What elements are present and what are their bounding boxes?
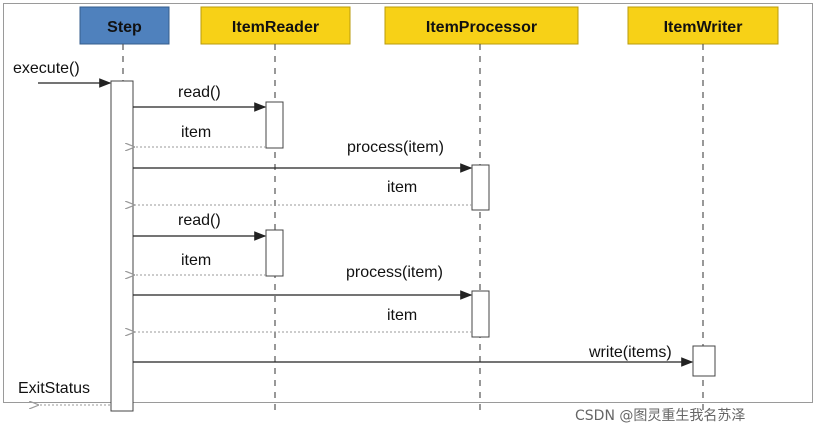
participant-itemreader-box [200, 6, 351, 45]
participant-itemwriter-label: ItemWriter [664, 19, 743, 36]
participant-itemwriter-box [627, 6, 779, 45]
message-process-2-label: process(item) [346, 264, 443, 281]
participant-step-label: Step [107, 19, 142, 36]
activation-step [110, 80, 134, 412]
participant-step: Step [79, 6, 170, 45]
participant-itemprocessor-label: ItemProcessor [426, 19, 537, 36]
message-execute-label: execute() [13, 60, 80, 77]
participant-itemreader: ItemReader [200, 6, 351, 45]
message-read-2-label: read() [178, 212, 221, 229]
watermark: CSDN @图灵重生我名苏泽 [575, 408, 745, 424]
return-exitstatus-label: ExitStatus [18, 380, 90, 397]
message-write-label: write(items) [588, 344, 672, 361]
activation-itemprocessor-2 [471, 290, 490, 338]
participant-itemprocessor-box [384, 6, 579, 45]
participant-step-box [79, 6, 170, 45]
participant-itemprocessor: ItemProcessor [384, 6, 579, 45]
return-item-1-label: item [181, 124, 211, 141]
return-item-4-label: item [387, 307, 417, 324]
activation-itemreader-2 [265, 229, 284, 277]
return-item-3-label: item [181, 252, 211, 269]
return-item-2-label: item [387, 179, 417, 196]
message-process-1-label: process(item) [347, 139, 444, 156]
activation-itemreader-1 [265, 101, 284, 149]
activation-itemprocessor-1 [471, 164, 490, 211]
message-read-1-label: read() [178, 84, 221, 101]
diagram-border [3, 3, 813, 403]
participant-itemreader-label: ItemReader [232, 19, 319, 36]
participant-itemwriter: ItemWriter [627, 6, 779, 45]
activation-itemwriter [692, 345, 716, 377]
